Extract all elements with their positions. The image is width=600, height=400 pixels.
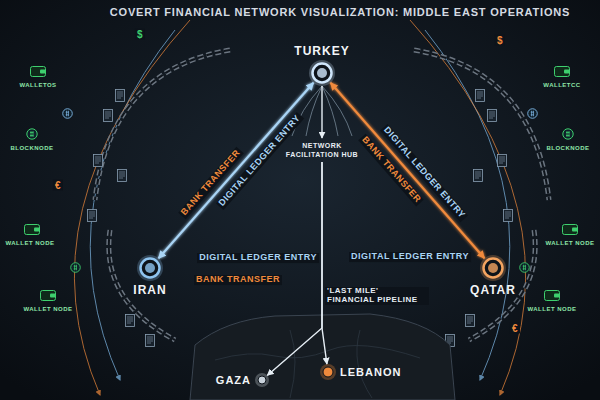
- node-label: GAZA: [216, 374, 251, 386]
- title: COVERT FINANCIAL NETWORK VISUALIZATION: …: [110, 6, 570, 18]
- wallet-icons: [25, 67, 578, 301]
- country-node: TURKEY: [311, 62, 333, 84]
- currency-symbol: $: [495, 35, 505, 46]
- wallet-label: WALLET NODE: [543, 240, 596, 247]
- hub-node: NETWORK FACILITATION HUB: [279, 141, 365, 159]
- node-circle: [311, 62, 333, 84]
- wallet-label: BLOCKNODE: [544, 145, 591, 152]
- connector: [159, 83, 314, 259]
- currency-symbol: €: [53, 180, 63, 191]
- connector: [331, 83, 485, 258]
- flow-label: BANK TRANSFER: [178, 147, 244, 220]
- node-label: QATAR: [470, 283, 516, 297]
- connector: [321, 86, 322, 138]
- wallet-label: WALLETOS: [17, 82, 58, 89]
- node-dot: [257, 375, 267, 385]
- country-node: IRAN: [139, 257, 161, 279]
- wallet-label: WALLETCC: [541, 82, 582, 89]
- flow-label: DIGITAL LEDGER ENTRY: [349, 252, 471, 262]
- location-dot: LEBANON: [322, 366, 334, 378]
- edge-label: DIGITAL LEDGER ENTRY: [197, 253, 319, 263]
- node-label: TURKEY: [294, 44, 349, 58]
- country-node: QATAR: [482, 257, 504, 279]
- flow-label: BANK TRANSFER: [194, 275, 282, 285]
- connector: [322, 162, 327, 364]
- currency-symbol: $: [135, 29, 145, 40]
- wallet-label: WALLET NODE: [525, 306, 578, 313]
- edge-label: 'LAST MILE' FINANCIAL PIPELINE: [325, 287, 429, 305]
- flow-label: DIGITAL LEDGER ENTRY: [380, 124, 468, 222]
- node-label: IRAN: [133, 283, 166, 297]
- hub-label: NETWORK FACILITATION HUB: [279, 141, 365, 159]
- wallet-label: WALLET NODE: [3, 240, 56, 247]
- node-dot: [322, 366, 334, 378]
- location-dot: GAZA: [257, 375, 267, 385]
- wallet-label: BLOCKNODE: [8, 145, 55, 152]
- node-circle: [139, 257, 161, 279]
- node-label: LEBANON: [340, 366, 401, 378]
- connector: [267, 162, 322, 375]
- currency-symbol: €: [510, 323, 520, 334]
- node-circle: [482, 257, 504, 279]
- wallet-label: WALLET NODE: [21, 306, 74, 313]
